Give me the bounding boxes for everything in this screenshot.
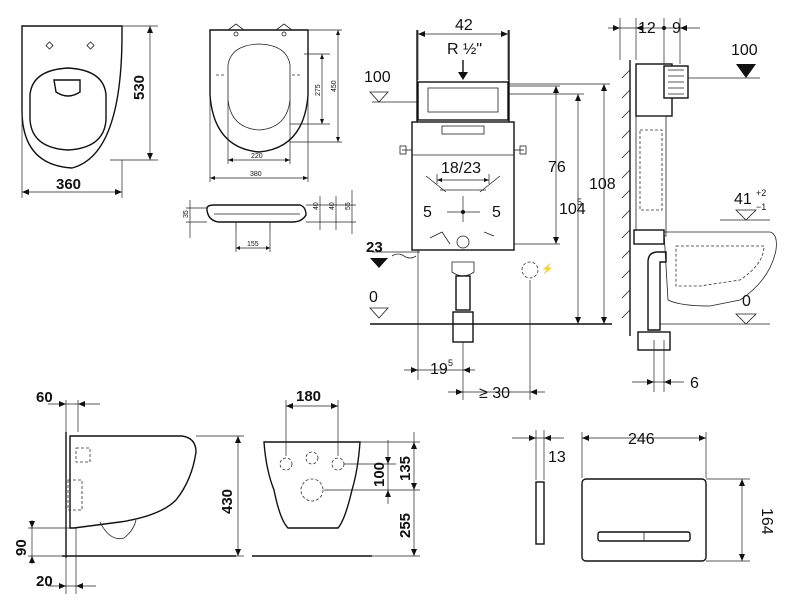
frame-side-view: 12 9 100 41 +2 −1 0 6 xyxy=(608,18,777,392)
plate-depth-label: 13 xyxy=(548,449,566,466)
offset-right-label: 5 xyxy=(492,204,501,221)
bowl-dim-255-label: 255 xyxy=(397,513,414,538)
bowl-dim-60-label: 60 xyxy=(36,389,53,406)
bowl-dim-90-label: 90 xyxy=(13,539,30,556)
bowl-tol-plus: +2 xyxy=(756,188,766,198)
toilet-outline xyxy=(21,25,123,169)
flush-plate-front xyxy=(581,478,707,562)
bowl-side-view: 60 430 90 20 xyxy=(13,389,244,594)
seat-dim-2-label: 40 xyxy=(329,202,336,210)
height-104-label: 104 xyxy=(559,201,586,218)
toilet-bowl-rim xyxy=(29,67,107,151)
bowl-height-label: 41 xyxy=(734,191,752,208)
seat-dim-1-label: 40 xyxy=(313,202,320,210)
bowl-side-profile xyxy=(69,435,197,529)
height-76-label: 76 xyxy=(548,159,566,176)
seat-height-label: 35 xyxy=(183,210,190,218)
side-level-100-label: 100 xyxy=(731,42,758,59)
toilet-top-view: 530 360 xyxy=(21,25,158,198)
frame-width-label: 42 xyxy=(455,17,473,34)
drain-pipe xyxy=(452,311,474,343)
toilet-width-label: 360 xyxy=(56,176,81,193)
seat-length-label: 450 xyxy=(331,80,338,92)
offset-19-sup: 5 xyxy=(448,358,453,368)
offset-left-label: 5 xyxy=(423,204,432,221)
bowl-tol-minus: −1 xyxy=(756,202,766,212)
bolt-spacing-label: 180 xyxy=(296,388,321,405)
frame-front-view: 18/23 5 5 ⚡ 42 R ½" 100 23 0 xyxy=(364,17,616,402)
bowl-dim-135-label: 135 xyxy=(397,456,414,481)
bowl-height-side-label: 430 xyxy=(219,489,236,514)
hinge-spacing-label: 155 xyxy=(247,241,259,248)
side-drain-bend xyxy=(647,251,667,331)
seat-opening-length-label: 275 xyxy=(315,84,322,96)
bowl-dim-20-label: 20 xyxy=(36,573,53,590)
cistern-body xyxy=(411,121,515,251)
connection-label: R ½" xyxy=(447,41,482,58)
toilet-bowl-outlet xyxy=(53,79,81,97)
flush-plate: 13 246 164 xyxy=(512,430,775,562)
height-104-sup: 5 xyxy=(577,197,582,207)
plate-width-label: 246 xyxy=(628,431,655,448)
inlet-level-label: 100 xyxy=(364,69,391,86)
seat-opening xyxy=(227,43,291,131)
offset-19-label: 19 xyxy=(430,361,448,378)
seat-outline xyxy=(209,29,309,153)
seat-outer-width-label: 380 xyxy=(250,171,262,178)
seat-side-view: 35 155 40 40 55 xyxy=(183,190,356,252)
bowl-front-view: 180 100 135 255 xyxy=(252,388,420,557)
svg-text:⚡: ⚡ xyxy=(541,262,553,275)
side-dim-9-label: 9 xyxy=(672,20,681,37)
seat-side-profile xyxy=(206,204,307,223)
side-dim-12-label: 12 xyxy=(638,20,656,37)
toilet-depth-label: 530 xyxy=(131,75,148,100)
seat-inner-width-label: 220 xyxy=(251,153,263,160)
wall-gap-label: 6 xyxy=(690,375,699,392)
seat-dim-3-label: 55 xyxy=(345,202,352,210)
plate-height-label: 164 xyxy=(758,508,775,535)
floor-level-label: 0 xyxy=(369,289,378,306)
flush-plate-side xyxy=(535,481,545,545)
side-floor-level-label: 0 xyxy=(742,293,751,310)
min-distance-label: ≥ 30 xyxy=(479,385,510,402)
supply-level-label: 23 xyxy=(366,239,383,256)
height-108-label: 108 xyxy=(589,176,616,193)
bowl-front-profile xyxy=(263,441,361,529)
cutout-label: 18/23 xyxy=(441,160,481,177)
bowl-dim-100-label: 100 xyxy=(371,462,388,487)
seat-top-view: 275 450 220 380 xyxy=(209,23,342,182)
